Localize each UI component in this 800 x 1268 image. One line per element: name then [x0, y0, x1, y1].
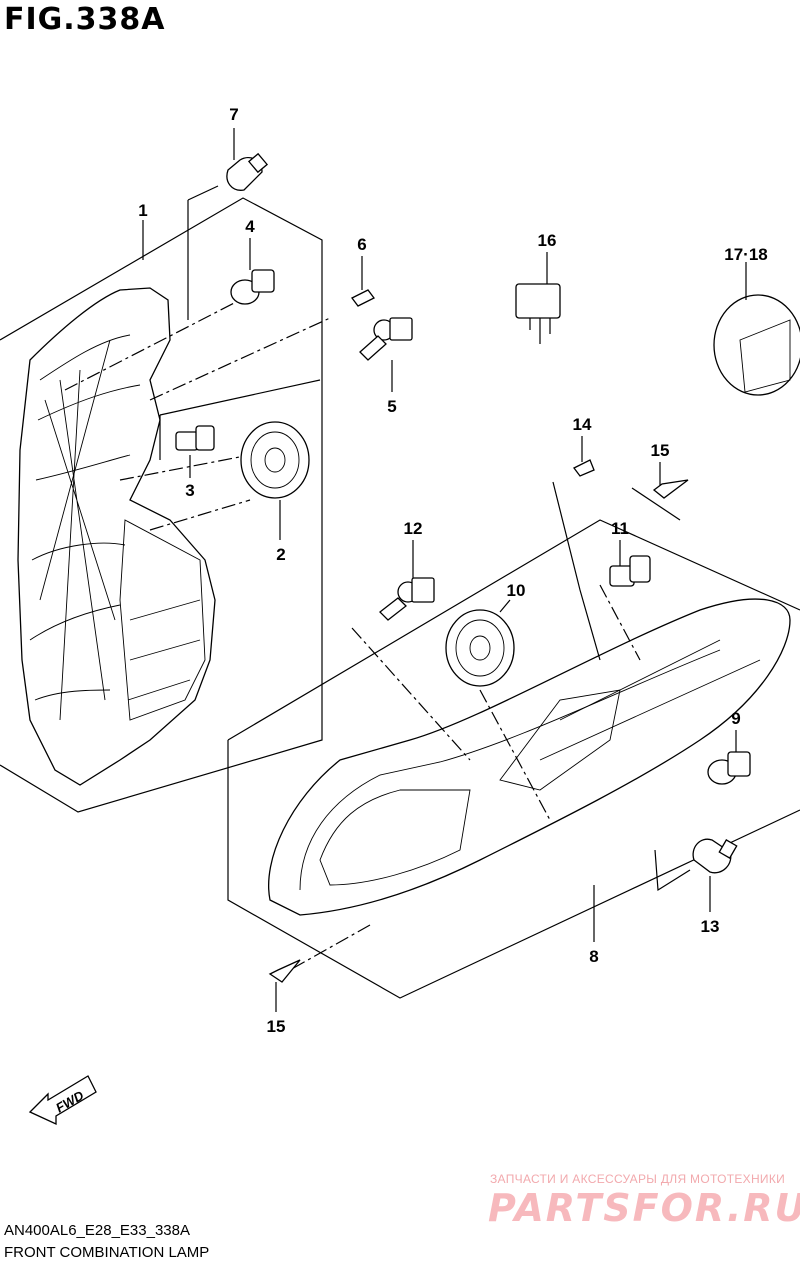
bulb-12: [379, 540, 435, 621]
callout-1: 1: [138, 201, 147, 220]
socket-11: [609, 540, 651, 587]
callout-4: 4: [245, 217, 255, 236]
watermark-tagline: ЗАПЧАСТИ И АКСЕССУАРЫ ДЛЯ МОТОТЕХНИКИ: [490, 1172, 786, 1186]
callout-16: 16: [538, 231, 557, 250]
watermark-logo: PARTSFOR.RU: [488, 1186, 800, 1230]
screw-15-upper: [652, 462, 689, 499]
callout-12: 12: [404, 519, 423, 538]
callout-7: 7: [229, 105, 238, 124]
lens-cover-17-18: [713, 262, 800, 396]
callout-17-18: 17·18: [724, 245, 767, 264]
callout-9: 9: [731, 709, 740, 728]
fwd-arrow: FWD: [28, 1075, 97, 1126]
callout-15-upper: 15: [651, 441, 670, 460]
callout-3: 3: [185, 481, 194, 500]
callout-5: 5: [387, 397, 396, 416]
callout-8: 8: [589, 947, 598, 966]
callout-11: 11: [611, 519, 629, 538]
bulb-6: [351, 256, 375, 307]
bulb-7: [187, 128, 269, 201]
relay-16: [515, 252, 561, 344]
callout-15-lower: 15: [267, 1017, 286, 1036]
bulb-5: [359, 317, 413, 392]
rear-lamp-assembly-box: [0, 197, 331, 813]
reflector-2: [240, 421, 310, 540]
diagram-code: AN400AL6_E28_E33_338A: [4, 1222, 190, 1239]
screw-15-lower: [268, 959, 301, 1012]
callout-14: 14: [573, 415, 592, 434]
headlamp-assembly-box: [227, 481, 800, 999]
callout-6: 6: [357, 235, 366, 254]
bulb-14: [573, 436, 595, 477]
diagram-name: FRONT COMBINATION LAMP: [4, 1244, 210, 1261]
callout-10: 10: [507, 581, 526, 600]
callout-2: 2: [276, 545, 285, 564]
socket-4: [230, 238, 275, 305]
reflector-10: [445, 599, 515, 687]
figure-title: FIG.338A: [4, 2, 166, 37]
socket-3: [175, 425, 215, 478]
bulb-13: [692, 838, 738, 912]
callout-13: 13: [701, 917, 720, 936]
socket-9: [707, 730, 751, 785]
